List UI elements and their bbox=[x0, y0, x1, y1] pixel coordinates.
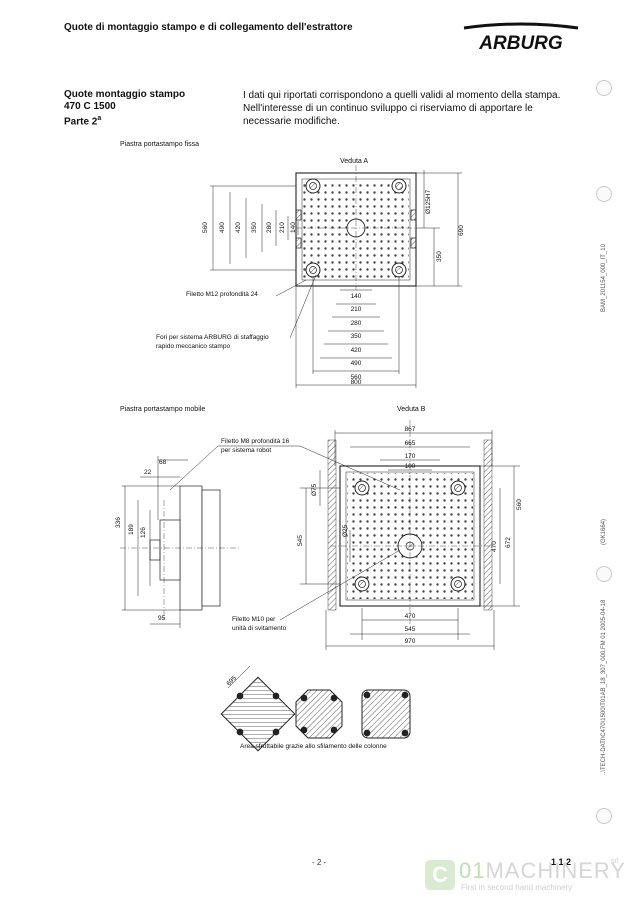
moving-platen-label: Piastra portastampo mobile bbox=[120, 406, 205, 413]
dim-336: 336 bbox=[115, 517, 122, 528]
fixed-platen-drawing: Piastra portastampo fissa Veduta A bbox=[120, 141, 465, 388]
dim-350-right: 350 bbox=[436, 251, 443, 262]
dim-22: 22 bbox=[144, 469, 152, 476]
dim-545-v: 545 bbox=[297, 535, 304, 546]
logo-text: ARBURG bbox=[478, 33, 563, 54]
fixed-platen-label: Piastra portastampo fissa bbox=[120, 141, 199, 148]
section-number: 1.1.2 bbox=[551, 857, 572, 867]
dim-center-bore: Ø125H7 bbox=[425, 189, 432, 214]
dim-280: 280 bbox=[266, 222, 273, 233]
dim-100: 100 bbox=[405, 463, 416, 470]
dim-140-h: 140 bbox=[351, 293, 362, 300]
mounting-heading: Quote montaggio stampo 470 C 1500 Parte … bbox=[64, 89, 185, 128]
dim-690: 690 bbox=[458, 225, 465, 236]
callout-m8-line1: Filetto M8 profondità 16 bbox=[221, 438, 290, 445]
binder-hole bbox=[596, 80, 612, 96]
dim-470-v: 470 bbox=[491, 541, 498, 552]
dim-95: 95 bbox=[158, 615, 166, 622]
dim-665: 665 bbox=[405, 440, 416, 447]
dim-490-h: 490 bbox=[351, 360, 362, 367]
dim-350-h: 350 bbox=[351, 333, 362, 340]
dim-695: 695 bbox=[225, 675, 238, 688]
binder-hole bbox=[596, 566, 612, 582]
heading-part: Parte 2 bbox=[64, 116, 98, 128]
area-caption: Area sfruttabile grazie allo sfilamento … bbox=[240, 743, 387, 750]
dim-970-h: 970 bbox=[405, 638, 416, 645]
callout-m12-thread: Filetto M12 profondità 24 bbox=[186, 291, 258, 298]
page-title: Quote di montaggio stampo e di collegame… bbox=[64, 22, 353, 33]
dim-800-h: 800 bbox=[351, 379, 362, 386]
watermark-logo-icon bbox=[425, 860, 455, 890]
moving-platen-drawing: Piastra portastampo mobile Veduta B bbox=[115, 406, 523, 650]
view-a-label: Veduta A bbox=[340, 158, 368, 165]
dim-d75: Ø75 bbox=[311, 483, 318, 496]
dim-210: 210 bbox=[279, 222, 286, 233]
watermark-tagline: First in second hand machinery bbox=[461, 883, 573, 892]
binder-hole bbox=[596, 808, 612, 824]
dim-470-h: 470 bbox=[405, 613, 416, 620]
gk-code: (GK1664) bbox=[601, 518, 607, 545]
page-number: - 2 - bbox=[312, 858, 327, 867]
dim-490: 490 bbox=[219, 222, 226, 233]
dim-545-h: 545 bbox=[405, 626, 416, 633]
callout-m8-line2: per sistema robot bbox=[221, 447, 271, 454]
arburg-logo: ARBURG bbox=[463, 22, 579, 54]
dim-280-h: 280 bbox=[351, 320, 362, 327]
dim-420-h: 420 bbox=[351, 347, 362, 354]
heading-model: 470 C 1500 bbox=[64, 101, 116, 112]
tie-bar-holes-b bbox=[354, 480, 466, 592]
watermark-srl: srl bbox=[611, 858, 619, 865]
dim-170: 170 bbox=[405, 453, 416, 460]
dim-560-v: 560 bbox=[516, 499, 523, 510]
dim-560: 560 bbox=[202, 222, 209, 233]
dim-68: 68 bbox=[159, 459, 167, 466]
dim-d25: Ø25 bbox=[342, 524, 349, 537]
view-b-label: Veduta B bbox=[397, 406, 426, 413]
intro-paragraph: I dati qui riportati corrispondono a que… bbox=[243, 90, 561, 127]
dim-140: 140 bbox=[290, 222, 297, 233]
watermark-brand: 01MACHINERY bbox=[459, 858, 627, 883]
dim-420: 420 bbox=[235, 222, 242, 233]
file-path: ..\TECH-DATI\C470\1500\T01AB_18_307_000.… bbox=[601, 599, 607, 775]
heading-part-sup: a bbox=[97, 115, 102, 122]
side-view: 68 22 336 189 126 95 bbox=[115, 456, 240, 628]
callout-m10-line2: unità di svitamento bbox=[232, 625, 287, 632]
doc-code: BAM_201154_000_IT_10 bbox=[601, 244, 607, 312]
callout-m10-line1: Filetto M10 per bbox=[232, 616, 276, 623]
dim-672: 672 bbox=[505, 537, 512, 548]
dim-126: 126 bbox=[140, 527, 147, 538]
watermark: 01MACHINERY srl First in second hand mac… bbox=[425, 858, 630, 896]
heading-line: Quote montaggio stampo bbox=[64, 89, 186, 100]
callout-holes-line1: Fori per sistema ARBURG di staffaggio bbox=[156, 334, 269, 341]
dim-560-h: 560 bbox=[351, 374, 362, 381]
callout-holes-line2: rapido meccanico stampo bbox=[156, 343, 230, 350]
dim-350: 350 bbox=[251, 222, 258, 233]
binder-hole bbox=[596, 186, 612, 202]
dim-867: 867 bbox=[405, 426, 416, 433]
dim-189: 189 bbox=[128, 524, 135, 535]
dim-210-h: 210 bbox=[351, 306, 362, 313]
usable-area-drawing: 695 Area sfruttabile grazie allo sfilame… bbox=[220, 665, 411, 752]
